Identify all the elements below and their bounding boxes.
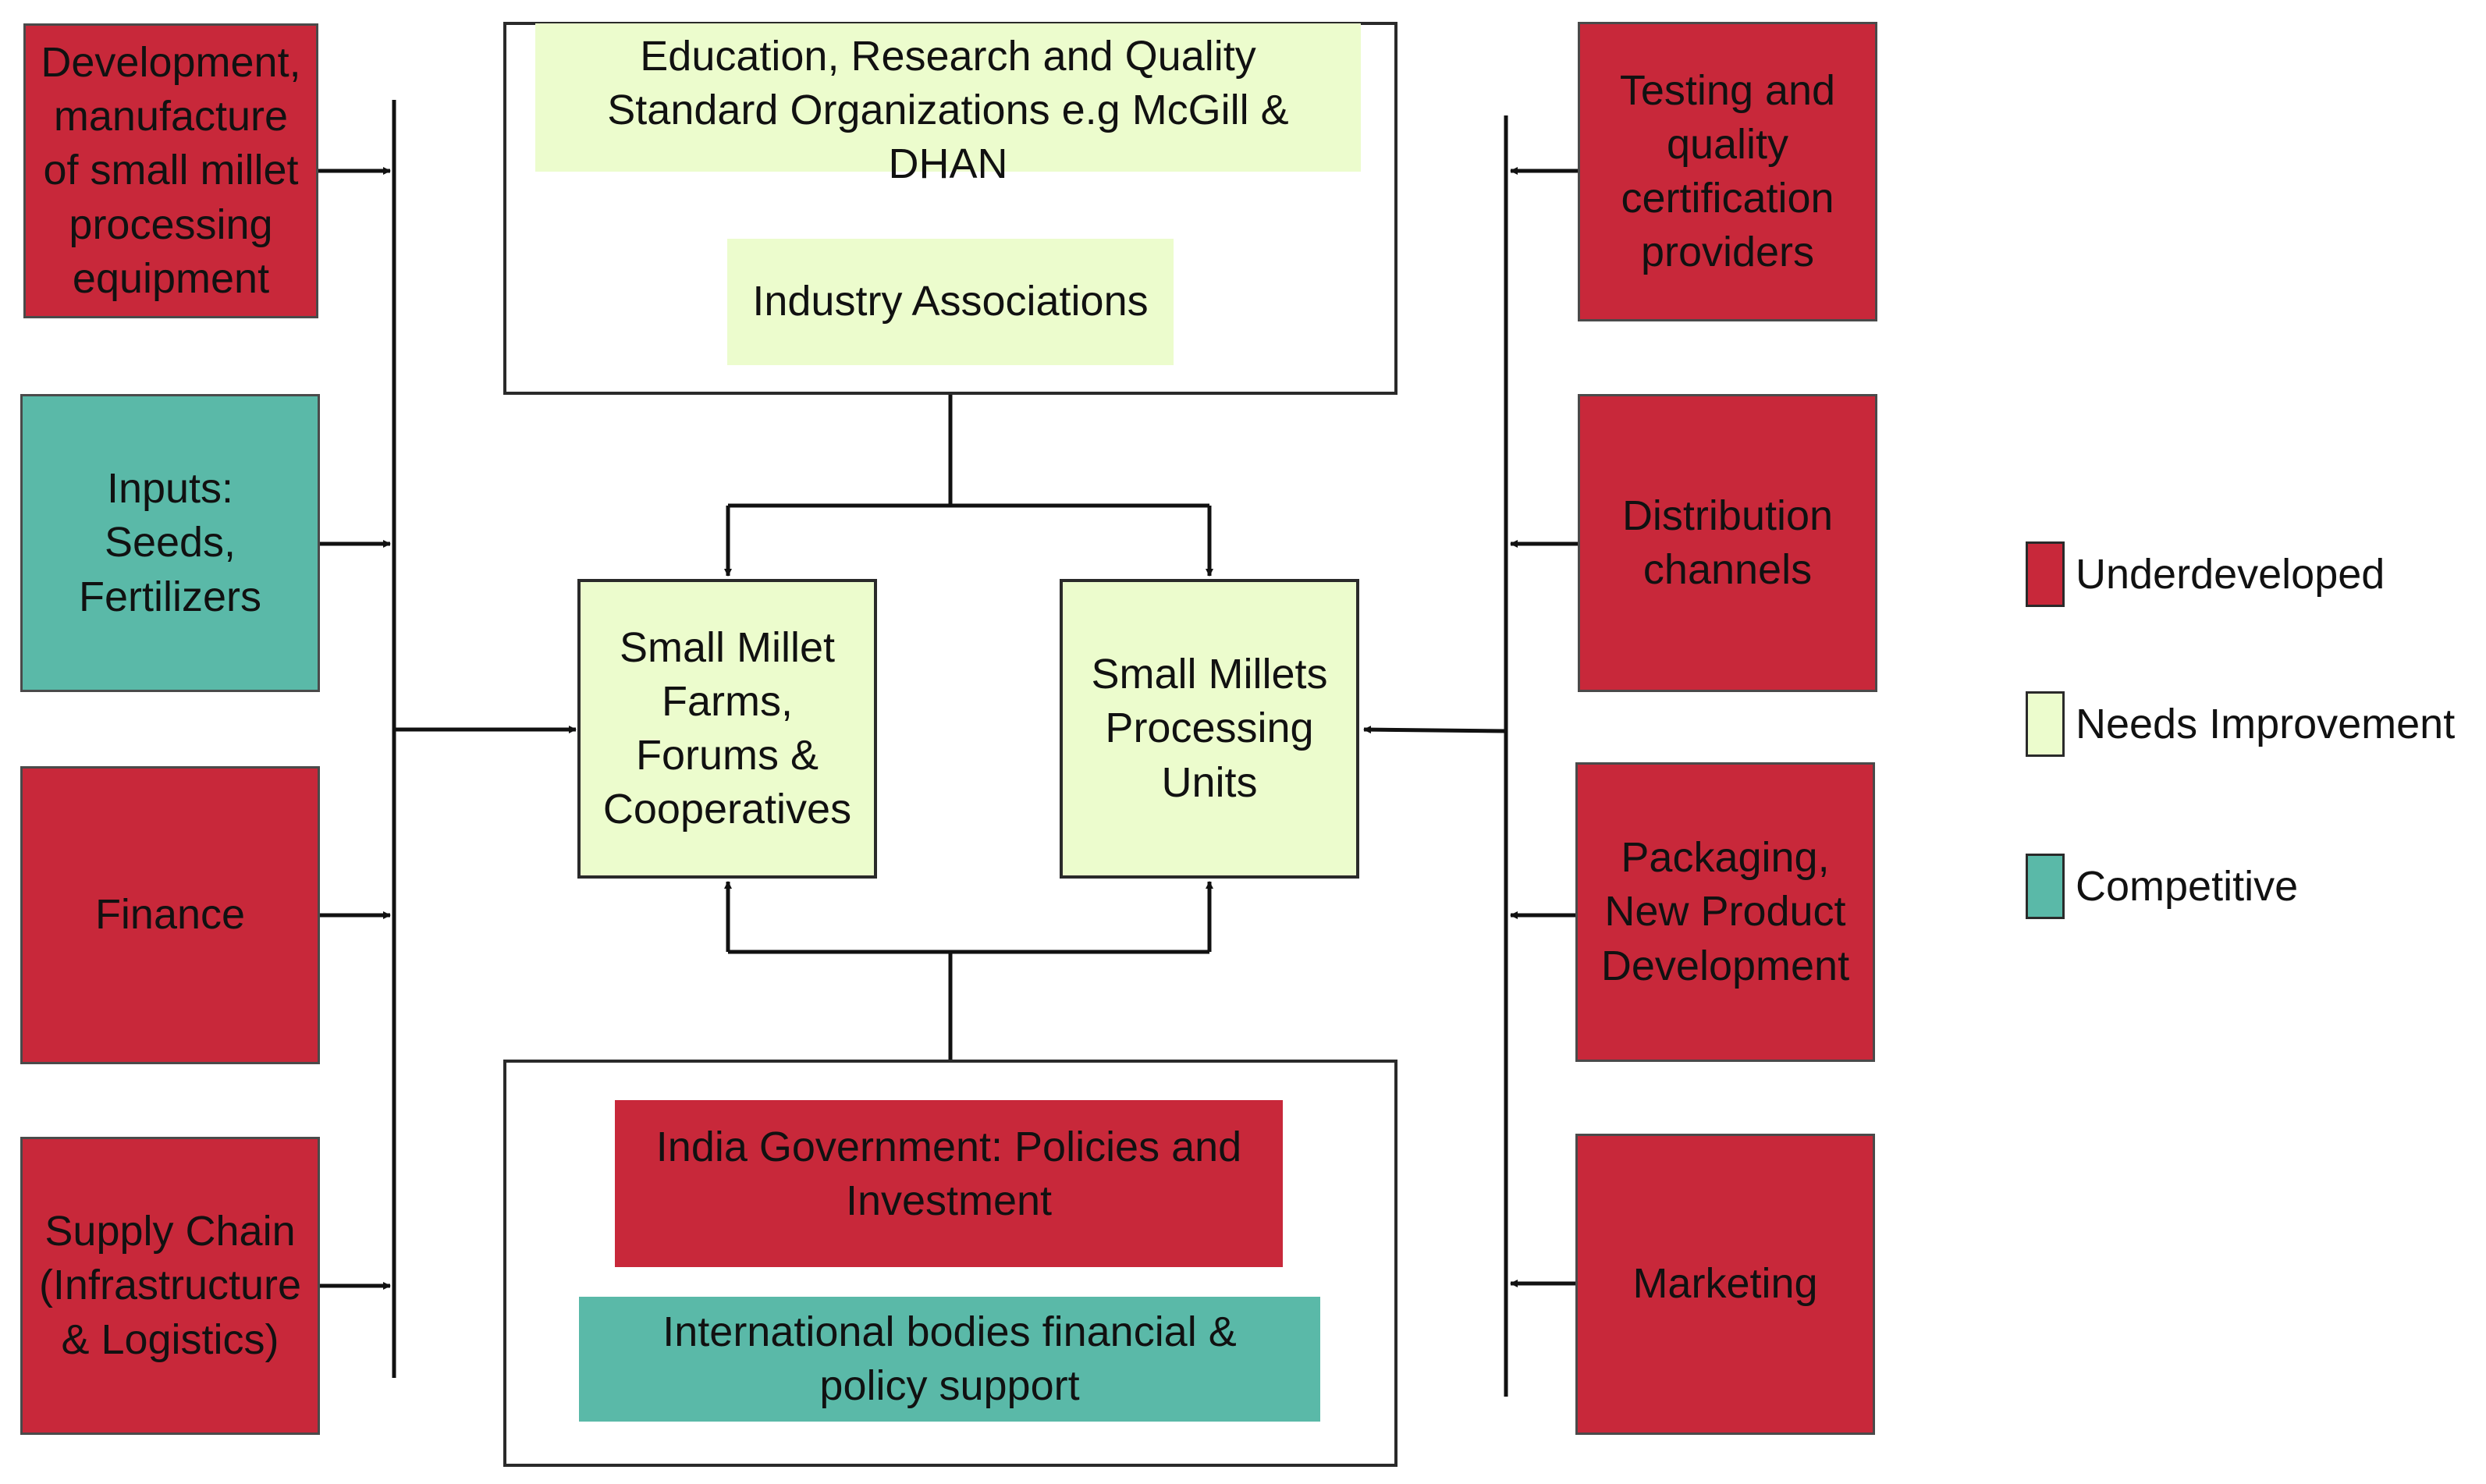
inputs-label: Inputs: Seeds, Fertilizers [78, 465, 261, 620]
packaging-label: Packaging, New Product Development [1600, 834, 1850, 989]
government-box: India Government: Policies and Investmen… [615, 1100, 1283, 1267]
finance-box: Finance [20, 766, 320, 1064]
legend-swatch-underdeveloped [2026, 541, 2065, 607]
finance-label: Finance [94, 891, 246, 939]
legend-label-needs-improvement: Needs Improvement [2076, 701, 2456, 747]
marketing-label: Marketing [1632, 1260, 1818, 1308]
education-box: Education, Research and Quality Standard… [535, 23, 1361, 187]
inputs-box: Inputs: Seeds, Fertilizers [20, 394, 320, 692]
government-label: India Government: Policies and Investmen… [655, 1124, 1242, 1225]
international-box: International bodies financial & policy … [579, 1297, 1320, 1422]
testing-box: Testing and quality certification provid… [1578, 22, 1877, 321]
legend-label-competitive: Competitive [2076, 863, 2299, 910]
testing-label: Testing and quality certification provid… [1619, 66, 1836, 276]
legend-swatch-needs-improvement [2026, 691, 2065, 757]
farms-label: Small Millet Farms, Forums & Cooperative… [602, 623, 852, 833]
distribution-label: Distribution channels [1621, 492, 1834, 593]
arrow-bus-to-processing [1363, 726, 1507, 734]
industry-box: Industry Associations [727, 239, 1174, 365]
distribution-box: Distribution channels [1578, 394, 1877, 692]
education-label: Education, Research and Quality Standard… [607, 33, 1289, 188]
processing-box: Small Millets Processing Units [1060, 579, 1359, 879]
legend-label-underdeveloped: Underdeveloped [2076, 551, 2385, 598]
legend-swatch-competitive [2026, 854, 2065, 919]
packaging-box: Packaging, New Product Development [1575, 762, 1875, 1062]
marketing-box: Marketing [1575, 1134, 1875, 1435]
farms-box: Small Millet Farms, Forums & Cooperative… [577, 579, 877, 879]
international-label: International bodies financial & policy … [662, 1308, 1237, 1409]
equipment-label: Development, manufacture of small millet… [41, 39, 301, 302]
equipment-box: Development, manufacture of small millet… [23, 23, 318, 318]
industry-label: Industry Associations [752, 278, 1149, 325]
processing-label: Small Millets Processing Units [1091, 651, 1328, 806]
supply-chain-box: Supply Chain (Infrastructure & Logistics… [20, 1137, 320, 1435]
supply-chain-label: Supply Chain (Infrastructure & Logistics… [38, 1208, 302, 1363]
